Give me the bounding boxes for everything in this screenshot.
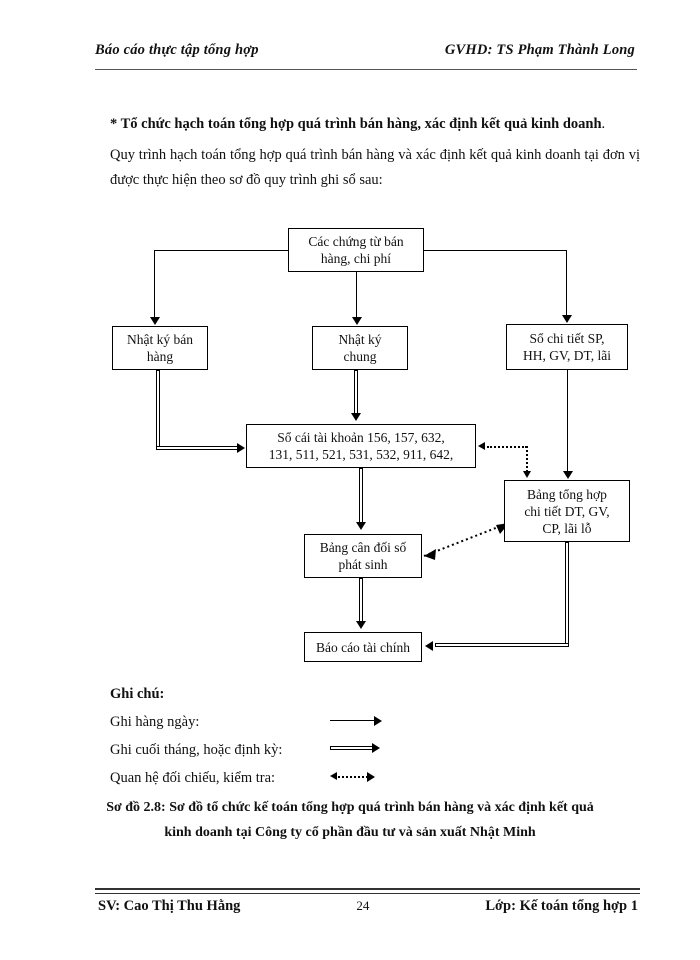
footer-student-name: SV: Cao Thị Thu Hằng xyxy=(98,898,241,914)
arrowhead-into-ledger-right-dotted xyxy=(478,442,485,450)
flow-box-summary-detail-line3: CP, lãi lỗ xyxy=(542,520,592,536)
flow-box-general-journal: Nhật ký chung xyxy=(312,326,408,370)
flow-box-sales-journal: Nhật ký bán hàng xyxy=(112,326,208,370)
flow-box-detail-book-line2: HH, GV, DT, lãi xyxy=(523,348,611,363)
connector-sales-journal-to-ledger xyxy=(156,446,238,450)
flow-box-sales-journal-line1: Nhật ký bán xyxy=(127,332,193,347)
arrowhead-into-ledger-left xyxy=(237,443,245,453)
flow-box-trial-balance: Bảng cân đối số phát sinh xyxy=(304,534,422,578)
connector-ledger-dotted-h xyxy=(487,446,527,448)
arrowhead-into-summary-detail-top xyxy=(523,471,531,478)
section-heading-text: * Tổ chức hạch toán tổng hợp quá trình b… xyxy=(110,116,602,132)
flow-box-vouchers-line1: Các chứng từ bán xyxy=(308,234,404,249)
arrowhead-into-ledger-top xyxy=(351,413,361,421)
connector-trial-balance-to-report xyxy=(359,578,363,624)
flow-box-vouchers: Các chứng từ bán hàng, chi phí xyxy=(288,228,424,272)
legend-symbol-double-arrow xyxy=(330,741,390,755)
flow-box-ledger: Sổ cái tài khoản 156, 157, 632, 131, 511… xyxy=(246,424,476,468)
flow-box-detail-book: Sổ chi tiết SP, HH, GV, DT, lãi xyxy=(506,324,628,370)
footer-divider-top xyxy=(95,888,640,890)
figure-caption-line2: kinh doanh tại Công ty cổ phần đầu tư và… xyxy=(164,825,536,840)
intro-paragraph: Quy trình hạch toán tổng hợp quá trình b… xyxy=(110,147,640,188)
flow-box-summary-detail-line2: chi tiết DT, GV, xyxy=(524,503,610,519)
footer-page-number: 24 xyxy=(356,898,370,913)
arrowhead-dotted-left xyxy=(424,549,436,560)
connector-sales-journal-down xyxy=(156,370,160,450)
figure-caption-line1: Sơ đồ 2.8: Sơ đồ tổ chức kế toán tổng hợ… xyxy=(106,800,594,815)
section-heading: * Tổ chức hạch toán tổng hợp quá trình b… xyxy=(110,112,630,137)
flow-box-detail-book-line1: Sổ chi tiết SP, xyxy=(529,331,605,346)
arrowhead-into-financial-report-right xyxy=(425,641,433,651)
flow-box-financial-report-line1: Báo cáo tài chính xyxy=(315,639,411,655)
page-footer: SV: Cao Thị Thu Hằng 24 Lớp: Kế toán tổn… xyxy=(98,898,638,915)
connector-vouchers-right-v xyxy=(566,250,567,316)
connector-detail-book-down xyxy=(567,370,568,472)
flow-box-general-journal-line2: chung xyxy=(343,349,377,364)
legend-symbol-dotted-double-headed-arrow xyxy=(330,769,390,783)
flow-box-summary-detail: Bảng tổng hợp chi tiết DT, GV, CP, lãi l… xyxy=(504,480,630,542)
connector-vouchers-left-h xyxy=(154,250,289,251)
connector-summary-detail-down xyxy=(565,542,569,647)
arrowhead-into-summary-detail-right xyxy=(563,471,573,479)
legend-title: Ghi chú: xyxy=(110,686,165,702)
footer-divider-bottom xyxy=(95,893,640,894)
connector-ledger-to-trial-balance xyxy=(359,468,363,524)
connector-vouchers-center-v xyxy=(356,272,357,318)
flow-box-general-journal-line1: Nhật ký xyxy=(338,332,382,347)
legend-item-daily-label: Ghi hàng ngày: xyxy=(110,714,200,730)
connector-vouchers-left-v xyxy=(154,250,155,318)
footer-class-name: Lớp: Kế toán tổng hợp 1 xyxy=(485,898,638,914)
header-divider xyxy=(95,69,637,70)
arrowhead-into-general-journal xyxy=(352,317,362,325)
arrowhead-into-sales-journal xyxy=(150,317,160,325)
flow-box-summary-detail-line1: Bảng tổng hợp xyxy=(527,486,607,502)
figure-caption: Sơ đồ 2.8: Sơ đồ tổ chức kế toán tổng hợ… xyxy=(100,795,600,845)
flow-box-vouchers-line2: hàng, chi phí xyxy=(320,251,392,266)
connector-general-journal-down xyxy=(354,370,358,416)
header-left-text: Báo cáo thực tập tổng hợp xyxy=(95,42,259,58)
flow-box-financial-report: Báo cáo tài chính xyxy=(304,632,422,662)
dotted-diagonal-line xyxy=(423,523,507,557)
section-heading-period: . xyxy=(601,116,606,132)
flow-box-trial-balance-line1: Bảng cân đối số xyxy=(319,540,407,555)
arrowhead-into-trial-balance xyxy=(356,522,366,530)
header-right-text: GVHD: TS Phạm Thành Long xyxy=(444,42,635,58)
flow-box-trial-balance-line2: phát sinh xyxy=(338,557,388,572)
page-header: Báo cáo thực tập tổng hợp GVHD: TS Phạm … xyxy=(95,42,635,59)
connector-ledger-dotted-v xyxy=(526,446,528,472)
flow-box-ledger-line2: 131, 511, 521, 531, 532, 911, 642, xyxy=(268,447,454,462)
arrowhead-into-detail-book xyxy=(562,315,572,323)
legend-symbol-single-arrow xyxy=(330,713,390,727)
legend-item-monthly-label: Ghi cuối tháng, hoặc định kỳ: xyxy=(110,742,283,758)
connector-vouchers-right-h xyxy=(423,250,567,251)
arrowhead-into-financial-report-top xyxy=(356,621,366,629)
connector-summary-detail-to-report xyxy=(435,643,569,647)
flow-box-ledger-line1: Sổ cái tài khoản 156, 157, 632, xyxy=(277,430,445,445)
legend-item-reconcile-label: Quan hệ đối chiếu, kiểm tra: xyxy=(110,770,276,786)
flow-box-sales-journal-line2: hàng xyxy=(146,349,174,364)
